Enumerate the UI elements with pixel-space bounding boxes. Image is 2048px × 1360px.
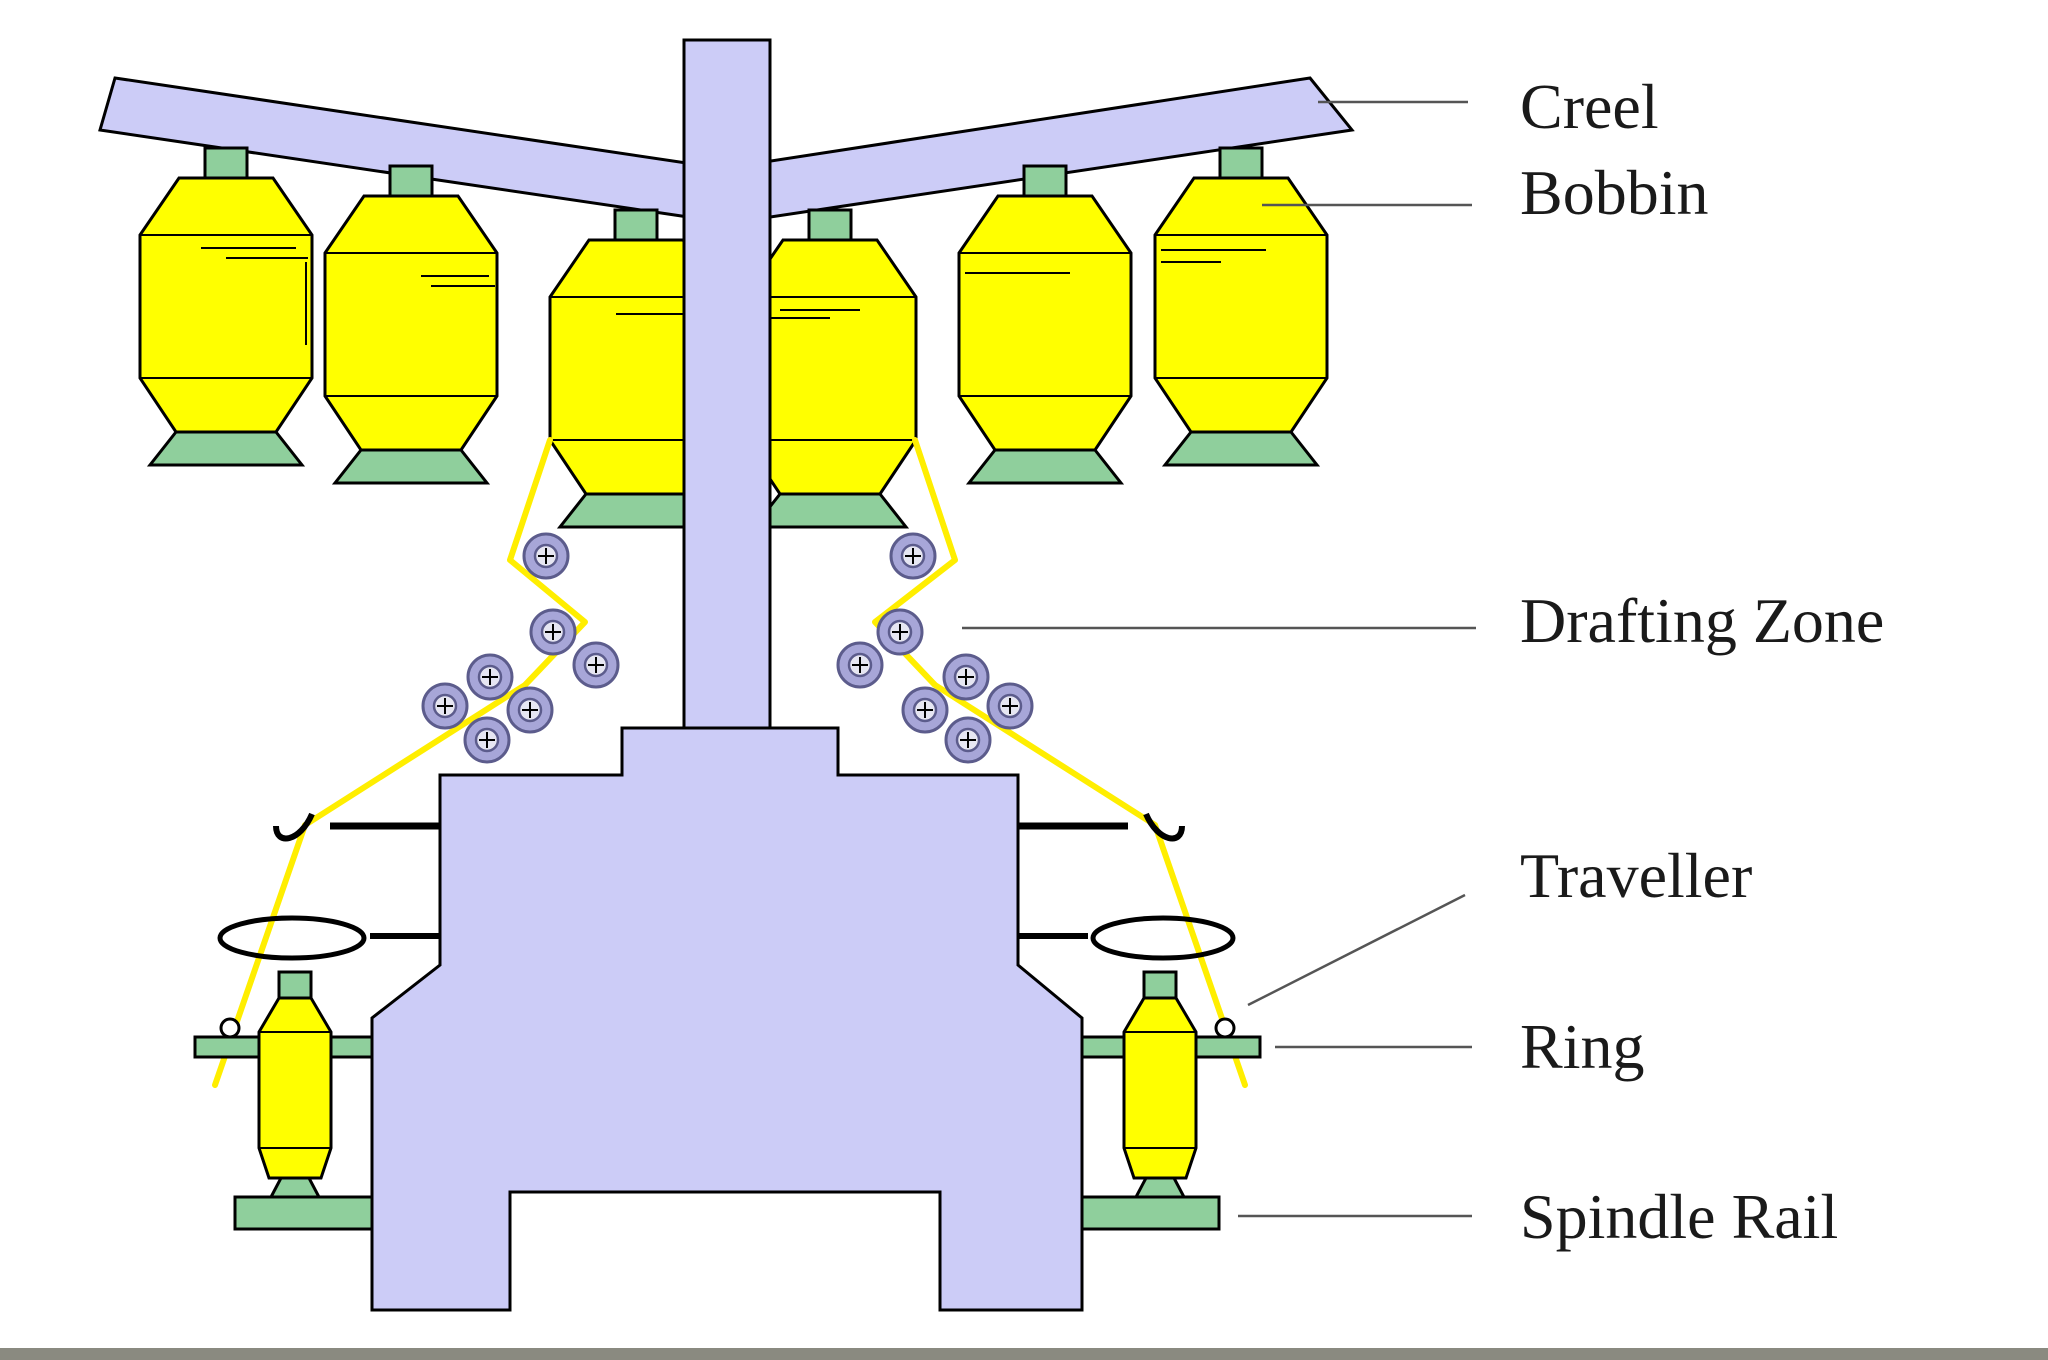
label-bobbin: Bobbin <box>1520 157 1708 228</box>
machine-frame <box>370 726 1084 1312</box>
label-drafting-zone: Drafting Zone <box>1520 585 1884 656</box>
leader-traveller <box>1247 893 1466 1007</box>
label-creel: Creel <box>1520 71 1659 142</box>
drafting-rollers-right <box>836 532 1034 764</box>
drafting-rollers-left <box>421 532 620 764</box>
bobbin <box>323 164 499 485</box>
bottom-strip <box>0 1348 2048 1360</box>
yarn-guide-right <box>1018 812 1185 842</box>
bobbin <box>957 164 1133 485</box>
spindle-rail-right <box>1080 1195 1221 1231</box>
traveller-left <box>219 1017 241 1039</box>
balloon-ring-right <box>1018 915 1236 961</box>
bobbin <box>1153 146 1329 467</box>
spindle-rail-left <box>233 1195 374 1231</box>
central-mast <box>682 38 772 732</box>
cop-left <box>257 970 333 1199</box>
traveller-right <box>1214 1017 1236 1039</box>
label-ring: Ring <box>1520 1011 1644 1082</box>
label-traveller: Traveller <box>1520 840 1752 911</box>
bobbin <box>138 146 314 467</box>
bobbin <box>742 208 918 529</box>
label-spindle-rail: Spindle Rail <box>1520 1181 1838 1252</box>
yarn-guide-left <box>273 812 440 842</box>
balloon-ring-left <box>217 915 440 961</box>
cop-right <box>1122 970 1198 1199</box>
